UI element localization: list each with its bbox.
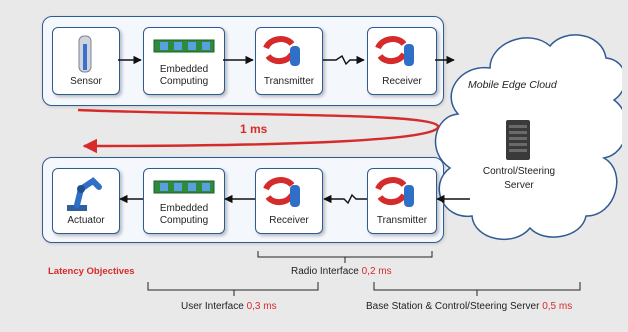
server-icon [506,120,530,160]
transmitter-bottom-node: Transmitter [367,168,437,234]
base-station-value: 0,5 ms [542,301,573,312]
embedded-computing-top-node: Embedded Computing [143,27,225,95]
base-station-text: Base Station & Control/Steering Server 0… [366,301,572,312]
embedded-top-label-1: Embedded [159,64,209,75]
sensor-icon [78,35,92,73]
radio-interface-label: Radio Interface [291,266,359,277]
actuator-label: Actuator [67,215,105,226]
radio-interface-value: 0,2 ms [361,266,392,277]
transmitter-top-node: Transmitter [255,27,323,95]
sensor-label: Sensor [70,76,102,87]
antenna-icon [375,36,414,66]
actuator-node: Actuator [52,168,120,234]
base-station-label: Base Station & Control/Steering Server [366,301,540,312]
wireless-arrow-bottom [323,193,367,205]
server-label-line1: Control/Steering [482,166,556,177]
embedded-bottom-label-1: Embedded [159,203,209,214]
circuit-board-icon [153,39,215,53]
user-interface-value: 0,3 ms [246,301,277,312]
user-interface-bracket [147,282,319,291]
latency-objectives-title: Latency Objectives [48,266,135,277]
transmitter-top-label: Transmitter [263,76,315,87]
embedded-computing-bottom-node: Embedded Computing [143,168,225,234]
radio-interface-text: Radio Interface 0,2 ms [291,266,392,277]
wireless-arrow-top [323,54,365,66]
loop-latency-label: 1 ms [240,122,268,136]
loop-latency-arrow [77,108,440,154]
receiver-bottom-label: Receiver [269,215,309,226]
server-label-line2: Server [504,180,534,191]
circuit-board-icon [153,180,215,194]
transmitter-bottom-label: Transmitter [376,215,428,226]
receiver-top-label: Receiver [382,76,422,87]
antenna-icon [263,36,300,66]
receiver-top-node: Receiver [367,27,437,95]
antenna-icon [375,177,414,207]
user-interface-text: User Interface 0,3 ms [181,301,277,312]
cloud-title: Mobile Edge Cloud [468,79,557,91]
embedded-bottom-label-2: Computing [159,215,209,226]
embedded-top-label-2: Computing [159,76,209,87]
base-station-bracket [373,282,581,291]
receiver-bottom-node: Receiver [255,168,323,234]
radio-interface-bracket [257,251,433,258]
robot-arm-icon [67,177,102,211]
user-interface-label: User Interface [181,301,244,312]
sensor-node: Sensor [52,27,120,95]
antenna-icon [263,177,300,207]
